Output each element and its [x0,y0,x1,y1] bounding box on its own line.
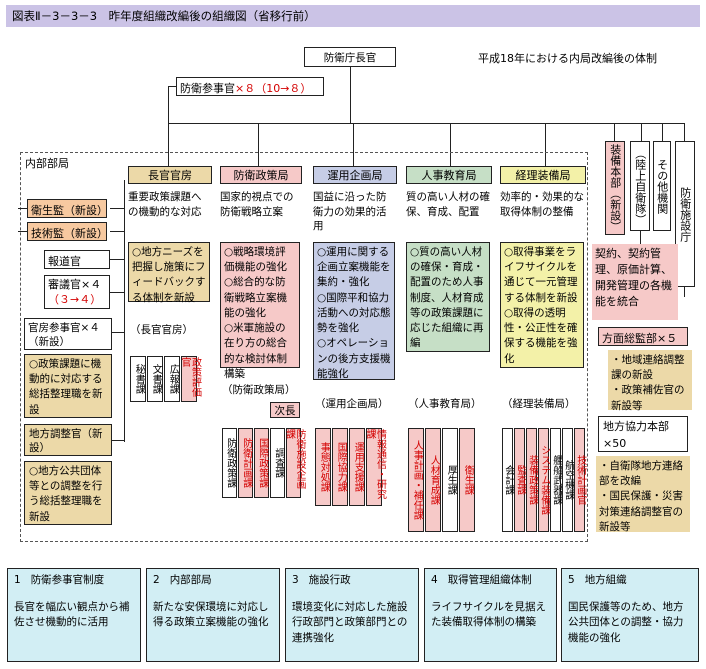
division-4-4: 艦船武器課 [550,428,562,532]
bureau-sub-1: （防衛政策局） [222,384,296,396]
summary-body-1: 新たな安保環境に対応し得る政策立案機能の強化 [153,601,269,629]
summary-body-0: 長官を幅広い観点から補佐させ機動的に活用 [14,601,130,629]
summary-num-3: 4 [431,574,438,586]
vice-director-box: 次長 [270,402,300,418]
minister-box: 防衛庁長官 [304,47,396,67]
local-item-1: ・国民保護・災害対策連絡調整官の新設等 [599,490,683,533]
equipment-hq-box: 装備本部（新設） [605,141,625,235]
internal-bureau-label: 内部部局 [25,157,69,170]
local-coop-box: 地方協力本部×50 [598,416,688,452]
regional-item-0: ・地域連絡調整課の新設 [611,354,685,382]
regional-coordinator-box: 地方調整官（新設） [24,424,112,456]
local-item-0: ・自衛隊地方連絡部を改編 [599,460,683,488]
division-4-6: 技術計画官 [574,428,586,532]
deliberation-councillor-box: 審議官×４ （３→４） [44,275,110,309]
summary-head-text-3: 取得管理組織体制 [447,574,532,586]
division-3-0: 人事計画・補任課 [408,428,424,532]
summary-head-text-4: 地方組織 [584,574,627,586]
division-0-1: 文書課 [147,356,163,402]
division-0-0: 秘書課 [130,356,146,402]
division-0-2: 広報課 [164,356,180,402]
regional-item-1: ・政策補佐官の新設等 [611,384,685,412]
summary-body-4: 国民保護等のため、地方公共団体との調整・協力機能の強化 [568,601,684,644]
division-2-1: 国際協力課 [332,428,348,506]
bureau-sub-2: （運用企画局） [315,398,389,410]
bureau-header-4: 経理装備局 [500,166,586,184]
secretary-councillor-box: 官房参事官×４（新設） [24,318,112,350]
structure-note: 平成18年における内局改編後の体制 [478,52,657,65]
summary-num-1: 2 [153,574,160,586]
secretary-desc: ○政策課題に機動的に対応する総括整理職を新設 [24,354,112,418]
bureau-sub-4: （経理装備局） [502,398,576,410]
summary-head-text-0: 防衛参事官制度 [30,574,105,586]
councillors-box: 防衛参事官×８（10→８） [176,77,324,96]
summary-heading-0: 1 防衛参事官制度 [14,573,134,588]
bureau-mission-0: 重要政策課題への機動的な対応 [128,191,202,218]
division-2-2: 運用支援課 [349,428,365,506]
local-coop-desc: ・自衛隊地方連絡部を改編 ・国民保護・災害対策連絡調整官の新設等 [596,456,690,533]
bureau-mission-4: 効率的・効果的な取得体制の整備 [500,191,584,218]
bureau-header-2: 運用企画局 [313,166,397,184]
summary-body-2: 環境変化に対応した施設行政部門と政策部門との連携強化 [292,601,408,644]
division-2-3: 情報通信・研究課 [364,428,386,506]
division-1-4: 防衛施設企画課 [284,428,305,498]
summary-head-text-1: 内部部局 [169,574,212,586]
division-1-0: 防衛政策課 [222,428,237,498]
bureau-desc-0: ○地方ニーズを把握し施策にフィードバックする体制を新設 [128,242,210,304]
summary-num-2: 3 [292,574,299,586]
gsdf-box: （陸上自衛隊） [630,141,650,231]
division-3-1: 人材育成課 [425,428,441,532]
summary-num-0: 1 [14,574,21,586]
summary-box-3: 4 取得管理組織体制ライフサイクルを見据えた装備取得体制の構築 [424,568,557,662]
summary-heading-2: 3 施設行政 [292,573,412,588]
bureau-header-3: 人事教育局 [406,166,492,184]
bureau-header-0: 長官官房 [128,166,212,184]
summary-box-2: 3 施設行政環境変化に対応した施設行政部門と政策部門との連携強化 [285,568,419,662]
summary-heading-3: 4 取得管理組織体制 [431,573,550,588]
bureau-header-1: 防衛政策局 [220,166,302,184]
division-3-2: 厚生課 [442,428,458,532]
facilities-agency-box: 防衛施設庁 [675,141,695,287]
division-4-1: 監査課 [514,428,526,532]
tech-inspector-box: 技術監（新設） [27,222,108,241]
division-1-2: 国際政策課 [254,428,269,498]
equipment-hq-desc: 契約、契約管理、原価計算、開発管理の各機能を統合 [592,244,678,320]
bureau-desc-3: ○質の高い人材の確保・育成・配置のため人事制度、人材育成等の政策課題に応じた組織… [406,242,490,352]
division-3-3: 衛生課 [459,428,475,532]
summary-num-4: 5 [568,574,575,586]
division-4-5: 航空機課 [562,428,574,532]
summary-box-0: 1 防衛参事官制度長官を幅広い観点から補佐させ機動的に活用 [7,568,141,662]
summary-heading-1: 2 内部部局 [153,573,273,588]
bureau-sub-0: （長官官房） [130,324,193,336]
press-secretary-box: 報道官 [44,250,110,269]
division-4-2: 装備政策課 [526,428,538,532]
bureau-mission-1: 国家的視点での防衛戦略立案 [220,191,294,218]
summary-box-4: 5 地方組織国民保護等のため、地方公共団体との調整・協力機能の強化 [561,568,699,662]
division-4-0: 会計課 [502,428,514,532]
summary-head-text-2: 施設行政 [308,574,351,586]
bureau-mission-2: 国益に沿った防衛力の効果的活用 [313,191,387,233]
health-inspector-box: 衛生監（新設） [27,199,108,218]
division-1-1: 防衛計画課 [238,428,253,498]
bureau-desc-2: ○運用に関する企画立案機能を集約・強化 ○国際平和協力活動への対応態勢を強化 ○… [313,242,395,380]
bureau-sub-3: （人事教育局） [408,398,482,410]
summary-body-3: ライフサイクルを見据えた装備取得体制の構築 [431,601,546,629]
bureau-mission-3: 質の高い人材の確保、育成、配置 [406,191,490,218]
other-agencies-box: その他機関 [653,141,671,231]
regional-coordinator-desc: ○地方公共団体等との調整を行う総括整理職を新設 [24,461,112,525]
regional-bureau-desc: ・地域連絡調整課の新設 ・政策補佐官の新設等 [608,350,692,412]
division-2-0: 事態対処課 [315,428,331,506]
division-0-3: 政策評価官 [179,356,201,402]
bureau-desc-4: ○取得事業をライフサイクルを通じて一元管理する体制を新設 ○取得の透明性・公正性… [500,242,584,368]
figure-title: 図表Ⅱ－3－3－3 昨年度組織改編後の組織図（省移行前） [6,5,700,27]
internal-bureau-region [20,152,588,542]
summary-box-1: 2 内部部局新たな安保環境に対応し得る政策立案機能の強化 [146,568,280,662]
bureau-desc-1: ○戦略環境評価機能の強化 ○総合的な防衛戦略立案機能の強化 ○米軍施設の在り方の… [220,242,300,380]
division-1-3: 調査課 [270,428,285,498]
summary-heading-4: 5 地方組織 [568,573,692,588]
division-4-3: システム装備課 [538,428,550,532]
regional-bureau-box: 方面総監部×５ [598,327,688,346]
